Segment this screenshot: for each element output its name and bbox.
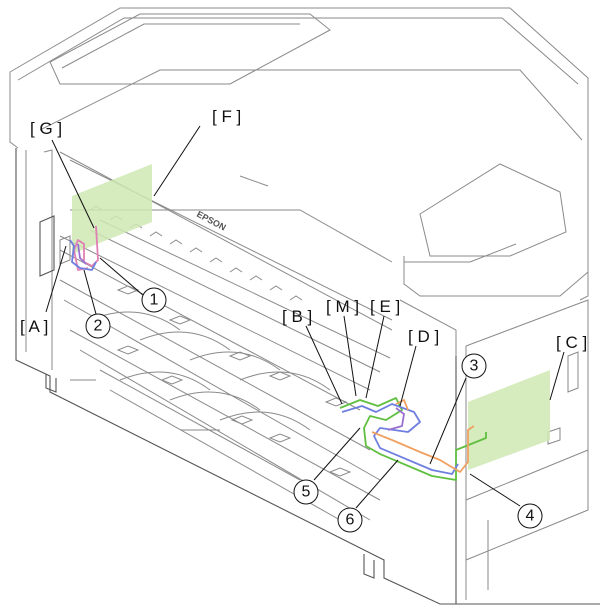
- cable-green: [339, 397, 487, 481]
- leader-1: [99, 257, 145, 297]
- area-c-highlight: [468, 370, 550, 470]
- cable-purple: [387, 407, 405, 431]
- number-callouts: 1 2 3 4 5 6: [85, 287, 543, 533]
- cable-orange-short: [395, 399, 409, 411]
- callout-c: [ C ]: [556, 333, 587, 352]
- callout-1: 1: [141, 287, 167, 313]
- leader-d: [399, 345, 417, 407]
- leader-b: [305, 325, 343, 405]
- callout-e: [ E ]: [370, 297, 400, 316]
- callout-6-label: 6: [346, 512, 355, 529]
- leader-c: [549, 351, 565, 401]
- leader-e: [365, 315, 385, 399]
- leader-6: [355, 459, 399, 509]
- callout-3: 3: [461, 353, 487, 379]
- area-f-highlight: [72, 164, 152, 254]
- callout-5-label: 5: [302, 484, 311, 501]
- cable-left-purple: [77, 243, 87, 265]
- callout-a: [ A ]: [20, 317, 48, 336]
- cable-routes: [69, 225, 487, 481]
- highlight-areas: [72, 164, 550, 470]
- callout-f: [ F ]: [212, 107, 241, 126]
- callout-b: [ B ]: [282, 307, 312, 326]
- leader-3: [429, 377, 467, 465]
- callout-1-label: 1: [150, 292, 159, 309]
- leader-g: [51, 139, 95, 229]
- leader-m: [343, 315, 357, 397]
- callout-2: 2: [85, 313, 111, 339]
- leader-4: [469, 473, 521, 507]
- leader-f: [153, 125, 201, 197]
- letter-callouts: [ G ] [ F ] [ A ] [ B ] [ M ] [ E ] [ D …: [20, 107, 587, 352]
- callout-m: [ M ]: [326, 297, 359, 316]
- cable-blue: [341, 403, 459, 475]
- callout-6: 6: [337, 507, 363, 533]
- leader-a: [45, 245, 67, 313]
- callout-4-label: 4: [526, 508, 535, 525]
- callout-4: 4: [517, 503, 543, 529]
- callout-d: [ D ]: [408, 327, 439, 346]
- printer-body: EPSON: [9, 7, 600, 605]
- callout-g: [ G ]: [30, 119, 62, 138]
- cable-orange: [371, 425, 475, 473]
- leader-2: [83, 269, 97, 315]
- callout-2-label: 2: [94, 318, 103, 335]
- callout-3-label: 3: [470, 358, 479, 375]
- brand-logo: EPSON: [195, 209, 228, 233]
- callout-5: 5: [293, 479, 319, 505]
- leader-lines: [45, 125, 565, 509]
- leader-5: [313, 427, 361, 481]
- cable-left-blue: [69, 239, 97, 271]
